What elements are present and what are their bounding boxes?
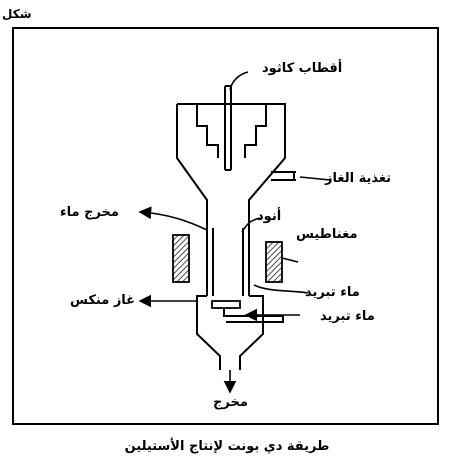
upper-chamber bbox=[176, 104, 208, 228]
outlet-label: مخرج bbox=[213, 395, 248, 410]
anode-tube bbox=[206, 228, 250, 296]
diagram-frame bbox=[12, 27, 439, 425]
magnet-left bbox=[172, 234, 190, 283]
cathode-rod bbox=[224, 86, 232, 170]
cathode-poles-label: أقطاب كاثود bbox=[262, 61, 343, 76]
gas-feed-nozzle bbox=[271, 171, 296, 181]
cooling-water-label-1: ماء تبريد bbox=[305, 285, 360, 300]
magnets-label: مغناطيس bbox=[296, 227, 358, 242]
anode-label: أنود bbox=[257, 209, 282, 224]
magnet-right bbox=[265, 241, 283, 283]
gas-feed-label: تغذية الغاز bbox=[325, 171, 392, 186]
cooling-water-label-2: ماء تبريد bbox=[320, 309, 375, 324]
quench-gas-label: غاز منكس bbox=[70, 293, 136, 308]
figure-label: شكل bbox=[2, 7, 32, 21]
lower-chamber bbox=[196, 295, 221, 370]
water-outlet-label: مخرج ماء bbox=[60, 205, 119, 220]
figure-caption: طريقة دي بونت لإنتاج الأستيلين bbox=[124, 439, 330, 454]
